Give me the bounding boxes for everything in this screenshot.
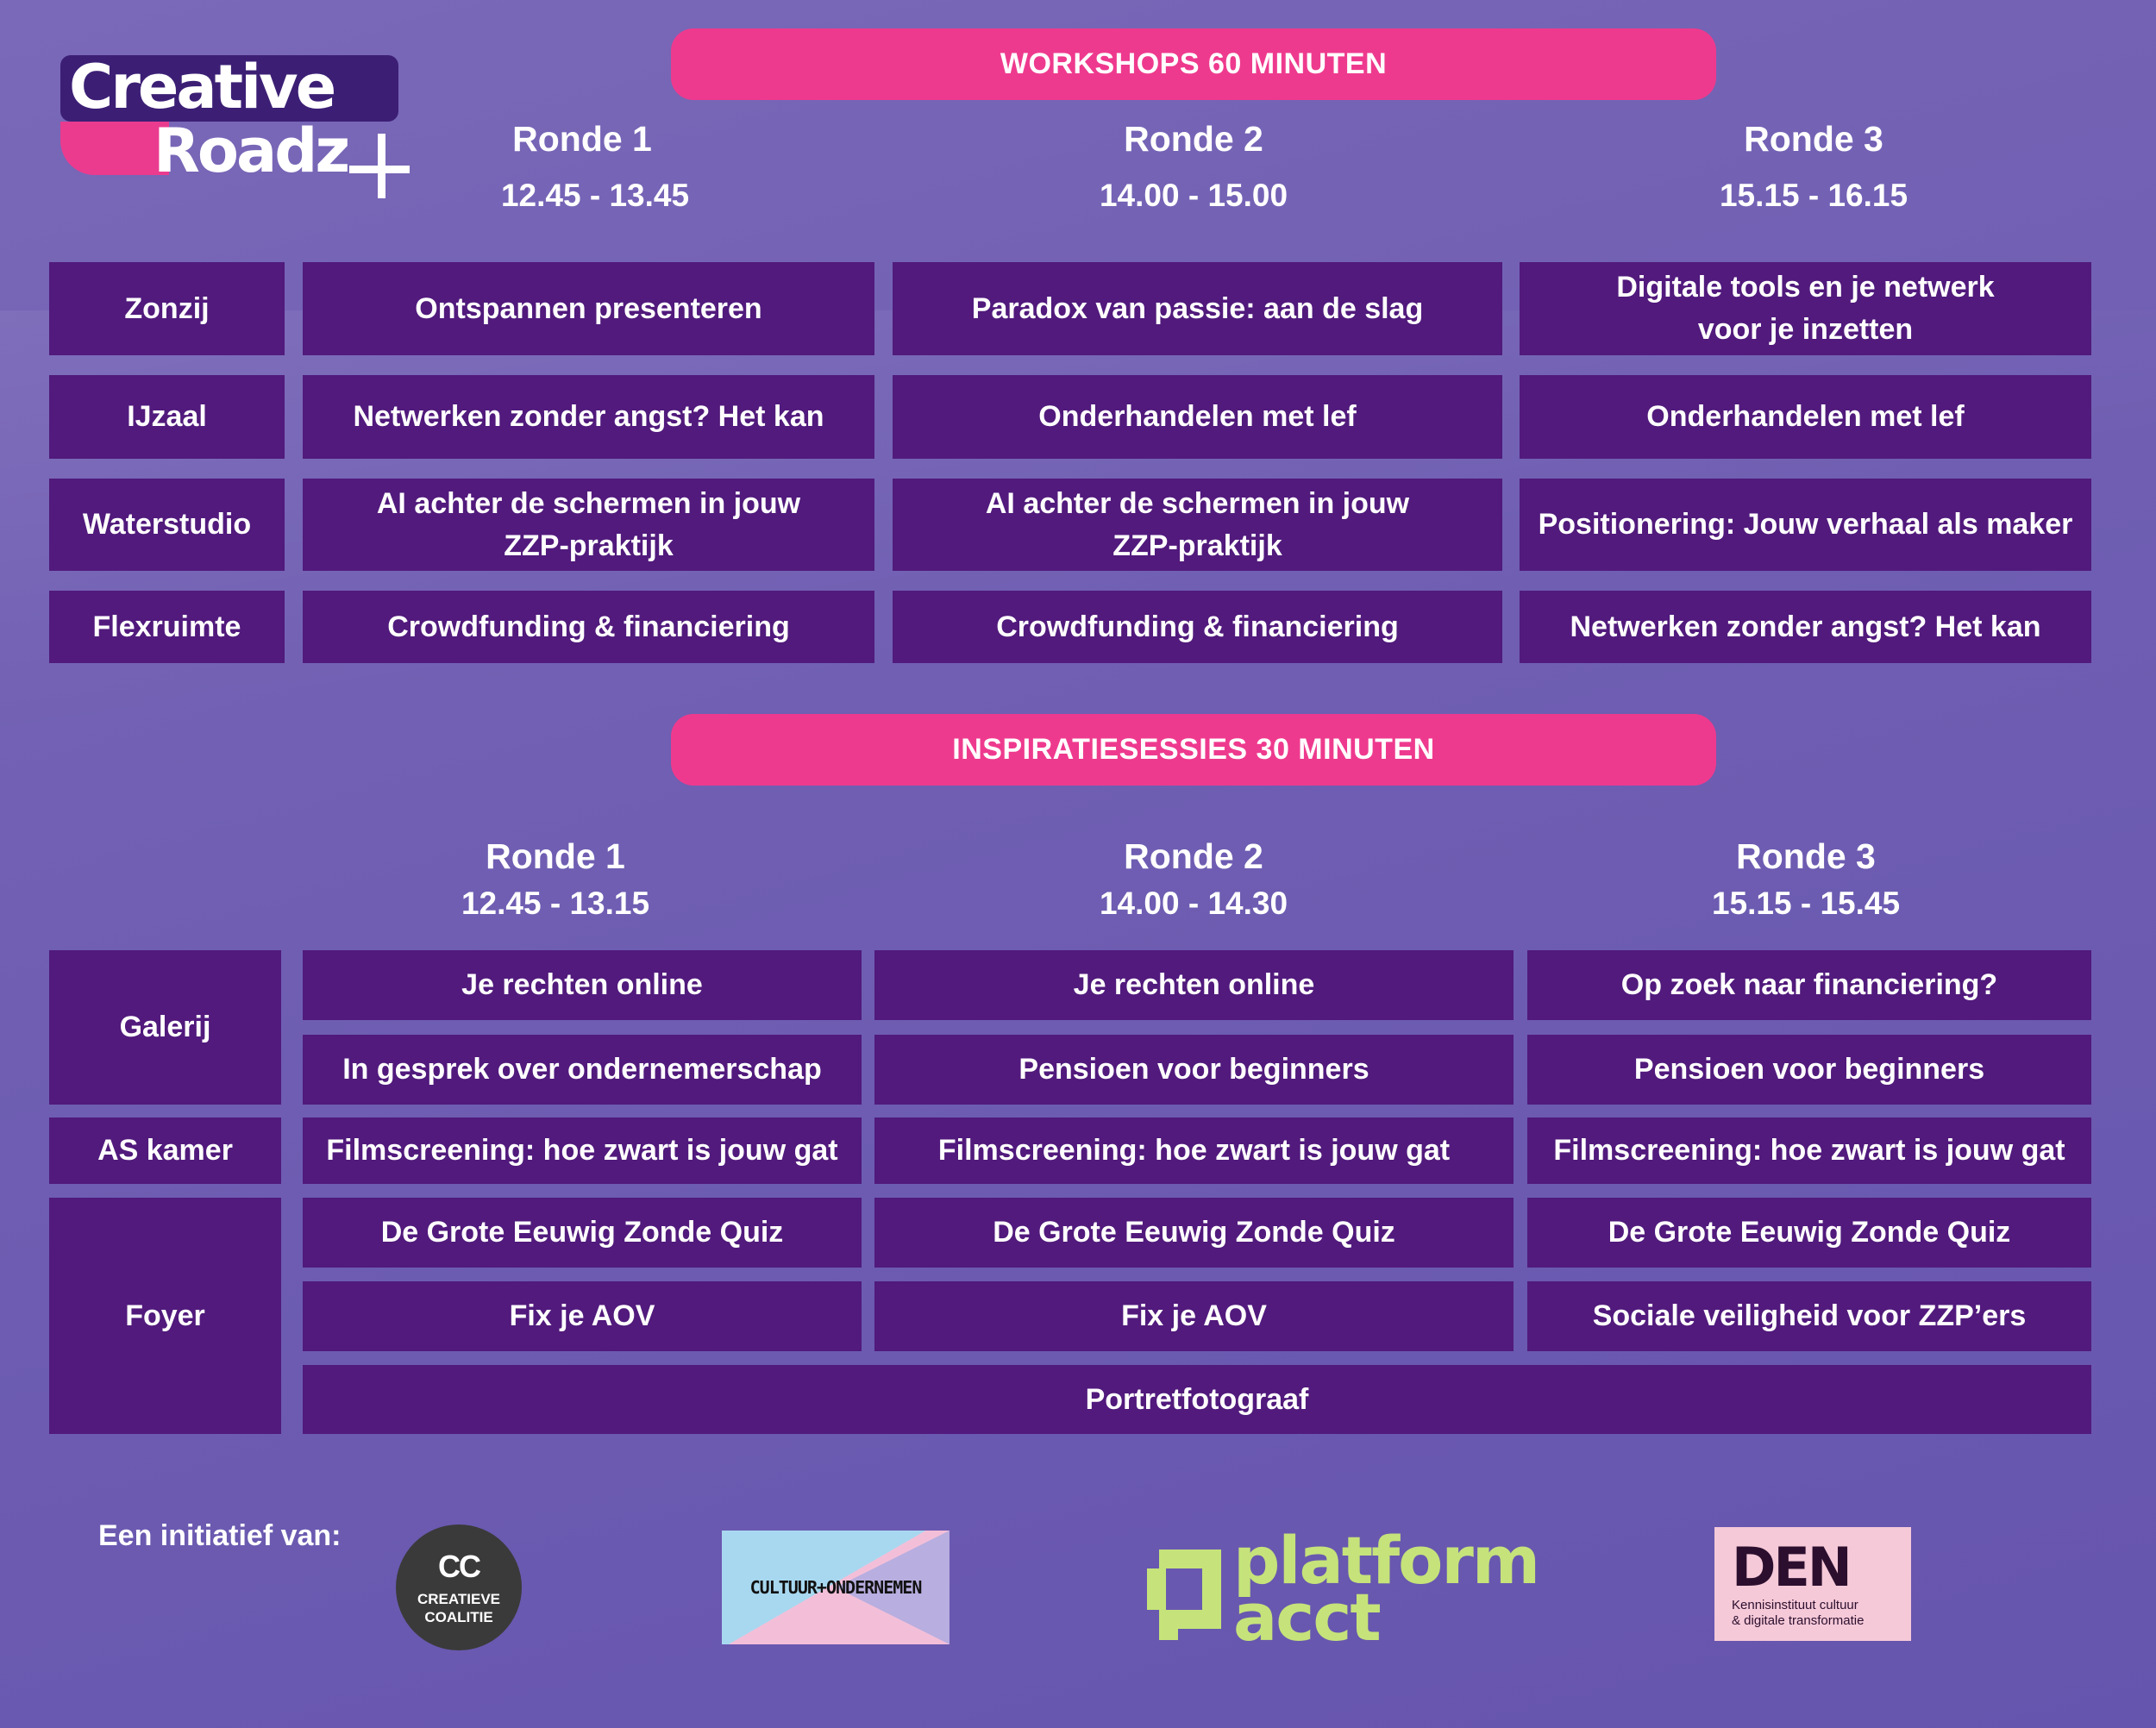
- session-cell: Positionering: Jouw verhaal als maker: [1520, 479, 2091, 571]
- logo-line2: Roadz: [154, 116, 350, 186]
- den-mark: DEN: [1732, 1536, 1852, 1599]
- session-cell: Onderhandelen met lef: [893, 375, 1502, 459]
- logo-plus-icon-bar: [349, 166, 410, 173]
- den-subtitle: Kennisinstituut cultuur & digitale trans…: [1732, 1598, 1865, 1628]
- round-label: Ronde 3: [1744, 119, 1883, 159]
- inspiratie-round-2-header: Ronde 2 14.00 - 14.30: [1012, 836, 1375, 922]
- platform-acct-mark-icon: [1147, 1550, 1221, 1640]
- room-label-waterstudio: Waterstudio: [49, 479, 285, 571]
- session-cell: Ontspannen presenteren: [303, 262, 874, 355]
- session-cell: Crowdfunding & financiering: [893, 591, 1502, 663]
- workshops-banner: WORKSHOPS 60 MINUTEN: [671, 28, 1716, 100]
- workshops-round-1-header: Ronde 1 12.45 - 13.45: [401, 119, 763, 214]
- den-logo: DEN Kennisinstituut cultuur & digitale t…: [1714, 1527, 1911, 1641]
- inspiratie-banner: INSPIRATIESESSIES 30 MINUTEN: [671, 714, 1716, 786]
- round-time: 14.00 - 14.30: [1099, 886, 1288, 921]
- platform-acct-text: platform acct: [1233, 1522, 1540, 1656]
- logo-line1: Creative: [69, 52, 336, 122]
- session-cell: Digitale tools en je netwerk voor je inz…: [1520, 262, 2091, 355]
- session-cell: Filmscreening: hoe zwart is jouw gat: [303, 1118, 862, 1184]
- logo-creative-block: [60, 55, 398, 122]
- session-cell: Fix je AOV: [874, 1281, 1514, 1351]
- session-cell: Onderhandelen met lef: [1520, 375, 2091, 459]
- partners-label: Een initiatief van:: [98, 1519, 342, 1552]
- round-time: 15.15 - 15.45: [1711, 886, 1901, 921]
- session-cell: Pensioen voor beginners: [1527, 1035, 2091, 1105]
- session-cell: Je rechten online: [874, 950, 1514, 1020]
- session-cell: AI achter de schermen in jouw ZZP-prakti…: [303, 479, 874, 571]
- cultuur-ondernemen-text: CULTUUR+ONDERNEMEN: [749, 1577, 923, 1598]
- room-label-galerij: Galerij: [49, 950, 281, 1105]
- round-label: Ronde 2: [1124, 119, 1263, 159]
- room-label-as-kamer: AS kamer: [49, 1118, 281, 1184]
- round-time: 12.45 - 13.45: [500, 178, 690, 213]
- session-cell: Sociale veiligheid voor ZZP’ers: [1527, 1281, 2091, 1351]
- round-time: 12.45 - 13.15: [461, 886, 650, 921]
- round-label: Ronde 3: [1736, 836, 1876, 876]
- cc-line2: COALITIE: [424, 1609, 493, 1625]
- session-cell: AI achter de schermen in jouw ZZP-prakti…: [893, 479, 1502, 571]
- room-label-foyer: Foyer: [49, 1198, 281, 1434]
- room-label-flexruimte: Flexruimte: [49, 591, 285, 663]
- inspiratie-round-3-header: Ronde 3 15.15 - 15.45: [1625, 836, 1987, 922]
- session-cell: Crowdfunding & financiering: [303, 591, 874, 663]
- platform-acct-logo: platform acct: [1147, 1522, 1540, 1651]
- session-cell: Fix je AOV: [303, 1281, 862, 1351]
- session-cell: Filmscreening: hoe zwart is jouw gat: [874, 1118, 1514, 1184]
- session-cell: De Grote Eeuwig Zonde Quiz: [1527, 1198, 2091, 1268]
- cc-mark: CC: [438, 1549, 481, 1584]
- room-label-zonzij: Zonzij: [49, 262, 285, 355]
- session-cell: De Grote Eeuwig Zonde Quiz: [874, 1198, 1514, 1268]
- round-time: 15.15 - 16.15: [1719, 178, 1908, 213]
- session-cell: Netwerken zonder angst? Het kan: [1520, 591, 2091, 663]
- cc-line1: CREATIEVE: [417, 1591, 501, 1607]
- creatieve-coalitie-logo: CC CREATIEVE COALITIE: [396, 1525, 522, 1650]
- round-label: Ronde 1: [512, 119, 652, 159]
- round-time: 14.00 - 15.00: [1099, 178, 1288, 213]
- session-cell: Op zoek naar financiering?: [1527, 950, 2091, 1020]
- round-label: Ronde 1: [486, 836, 625, 876]
- session-cell: In gesprek over ondernemerschap: [303, 1035, 862, 1105]
- room-label-ijzaal: IJzaal: [49, 375, 285, 459]
- workshops-round-2-header: Ronde 2 14.00 - 15.00: [1012, 119, 1375, 214]
- session-cell: Filmscreening: hoe zwart is jouw gat: [1527, 1118, 2091, 1184]
- workshops-round-3-header: Ronde 3 15.15 - 16.15: [1633, 119, 1995, 214]
- session-cell: Pensioen voor beginners: [874, 1035, 1514, 1105]
- round-label: Ronde 2: [1124, 836, 1263, 876]
- session-cell: De Grote Eeuwig Zonde Quiz: [303, 1198, 862, 1268]
- session-cell: Je rechten online: [303, 950, 862, 1020]
- cultuur-ondernemen-logo: CULTUUR+ONDERNEMEN: [722, 1531, 950, 1644]
- logo-pink-block: [60, 122, 169, 175]
- session-cell: Paradox van passie: aan de slag: [893, 262, 1502, 355]
- inspiratie-round-1-header: Ronde 1 12.45 - 13.15: [374, 836, 736, 922]
- session-cell: Netwerken zonder angst? Het kan: [303, 375, 874, 459]
- session-cell-full-width: Portretfotograaf: [303, 1365, 2091, 1434]
